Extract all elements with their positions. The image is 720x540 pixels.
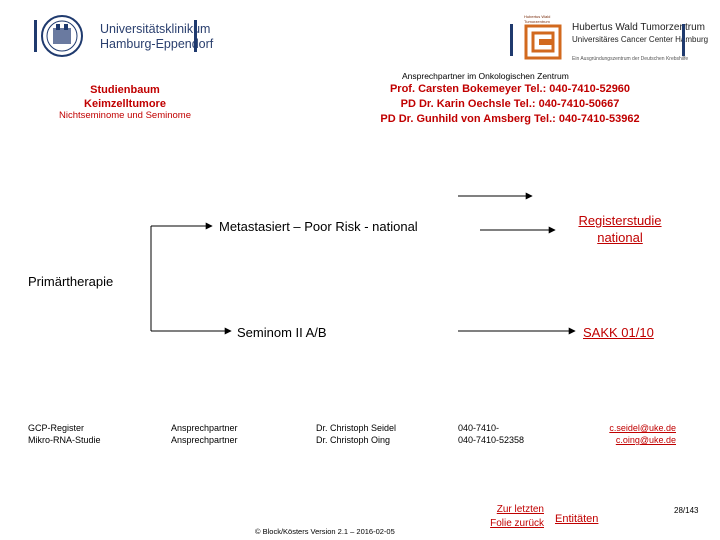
back-link-line2: Folie zurück xyxy=(490,518,544,529)
back-link-line1: Zur letzten xyxy=(496,504,544,515)
phone-seidel: 040-7410- xyxy=(458,423,500,433)
link-registerstudie-line2: national xyxy=(597,230,643,245)
uke-logo-line1: Universitätsklinikum xyxy=(100,22,211,36)
contact-phones: 040-7410- 040-7410-52358 xyxy=(458,422,524,446)
seal-icon xyxy=(41,15,83,57)
contact-amsberg: PD Dr. Gunhild von Amsberg Tel.: 040-741… xyxy=(380,113,640,125)
tumorzentrum-text: Hubertus Wald Tumorzentrum Universitäres… xyxy=(572,22,708,46)
node-seminom: Seminom II A/B xyxy=(237,325,327,340)
link-registerstudie-line1: Registerstudie xyxy=(578,213,662,228)
uke-logo-line2: Hamburg-Eppendorf xyxy=(100,37,214,51)
back-link[interactable]: Zur letzten Folie zurück xyxy=(468,503,544,531)
link-sakk[interactable]: SAKK 01/10 xyxy=(583,325,654,340)
contact-oechsle: PD Dr. Karin Oechsle Tel.: 040-7410-5066… xyxy=(400,98,620,110)
contact-emails: c.seidel@uke.de c.oing@uke.de xyxy=(590,422,676,446)
logo-bar xyxy=(510,24,513,56)
page-title-line2: Keimzelltumore xyxy=(84,98,166,110)
contact-label: Ansprechpartner xyxy=(171,435,238,445)
logo-bar xyxy=(34,20,37,52)
tumorzentrum-line2: Universitäres Cancer Center Hamburg xyxy=(572,35,709,44)
logo-bar xyxy=(194,20,197,52)
uke-logo: Universitätsklinikum Hamburg-Eppendorf xyxy=(34,14,213,58)
contact-seidel: Dr. Christoph Seidel xyxy=(316,423,397,433)
entities-link[interactable]: Entitäten xyxy=(555,513,599,525)
study-mikro-rna: Mikro-RNA-Studie xyxy=(28,435,101,445)
footer-version: © Block/Kösters Version 2.1 – 2016-02-05 xyxy=(255,527,395,536)
tumorzentrum-sub: Ein Ausgründungszentrum der Deutschen Kr… xyxy=(572,56,689,62)
contact-list: Prof. Carsten Bokemeyer Tel.: 040-7410-5… xyxy=(360,82,660,127)
email-oing-link[interactable]: c.oing@uke.de xyxy=(615,435,676,445)
page-title-line1: Studienbaum xyxy=(90,84,160,96)
phone-oing: 040-7410-52358 xyxy=(458,435,525,445)
email-seidel-link[interactable]: c.seidel@uke.de xyxy=(609,423,676,433)
tumorzentrum-line1: Hubertus Wald Tumorzentrum xyxy=(572,22,706,33)
study-names: GCP-Register Mikro-RNA-Studie xyxy=(28,422,101,446)
contact-names: Dr. Christoph Seidel Dr. Christoph Oing xyxy=(316,422,396,446)
page-title: Studienbaum Keimzelltumore xyxy=(40,83,210,111)
logo-bar xyxy=(682,24,685,56)
page-subtitle: Nichtseminome und Seminome xyxy=(58,110,191,121)
tumorzentrum-logo: Hubertus Wald Tumorzentrum Hubertus Wald… xyxy=(510,14,710,66)
study-gcp-register: GCP-Register xyxy=(28,423,85,433)
uke-logo-text: Universitätsklinikum Hamburg-Eppendorf xyxy=(100,22,213,52)
link-registerstudie[interactable]: Registerstudie national xyxy=(565,212,675,246)
page-number: 28/143 xyxy=(674,506,699,515)
contact-oing: Dr. Christoph Oing xyxy=(316,435,391,445)
contact-bokemeyer: Prof. Carsten Bokemeyer Tel.: 040-7410-5… xyxy=(389,83,631,95)
contact-title: Ansprechpartner im Onkologischen Zentrum xyxy=(402,71,569,81)
tumorzentrum-mark-icon xyxy=(524,24,562,60)
contact-label: Ansprechpartner xyxy=(171,423,238,433)
node-metastasiert: Metastasiert – Poor Risk - national xyxy=(219,219,418,234)
contact-labels: Ansprechpartner Ansprechpartner xyxy=(171,422,238,446)
node-primaertherapie: Primärtherapie xyxy=(28,274,114,289)
tumorzentrum-small-text: Hubertus Wald Tumorzentrum xyxy=(524,14,551,24)
